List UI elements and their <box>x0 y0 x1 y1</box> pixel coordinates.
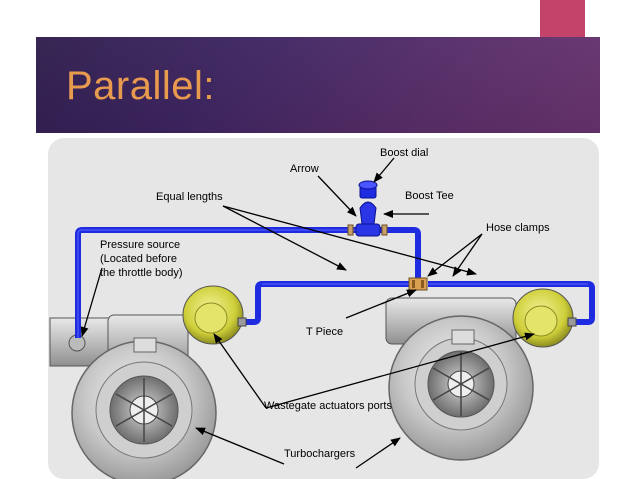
title-band <box>36 37 600 133</box>
label-t-piece: T Piece <box>306 326 343 338</box>
t-piece <box>408 277 428 291</box>
label-boost-tee: Boost Tee <box>405 190 454 202</box>
label-hose-clamps: Hose clamps <box>486 222 550 234</box>
annotation-arrows <box>80 157 535 469</box>
turbo-diagram: Boost dial Arrow Boost Tee Equal lengths… <box>49 147 595 479</box>
wastegate-actuator-left <box>182 285 244 345</box>
wastegate-actuator-right <box>512 288 574 348</box>
boost-tee <box>355 201 381 237</box>
label-pressure-source-3: the throttle body) <box>100 267 183 279</box>
label-pressure-source-1: Pressure source <box>100 239 180 251</box>
boost-dial <box>358 180 378 199</box>
label-pressure-source-2: (Located before <box>100 253 177 265</box>
label-wastegate-ports: Wastegate actuators ports <box>264 400 392 412</box>
diagram-panel: Boost dial Arrow Boost Tee Equal lengths… <box>48 138 599 479</box>
turbocharger-left <box>49 314 217 479</box>
label-boost-dial: Boost dial <box>380 147 428 159</box>
label-turbochargers: Turbochargers <box>284 448 356 460</box>
hose-clamp-tee-right <box>381 224 388 236</box>
turbocharger-right <box>385 297 534 461</box>
slide-title: Parallel: <box>66 64 216 108</box>
label-arrow: Arrow <box>290 163 319 175</box>
hose-clamp-tee-left <box>347 224 354 236</box>
label-equal-lengths: Equal lengths <box>156 191 223 203</box>
